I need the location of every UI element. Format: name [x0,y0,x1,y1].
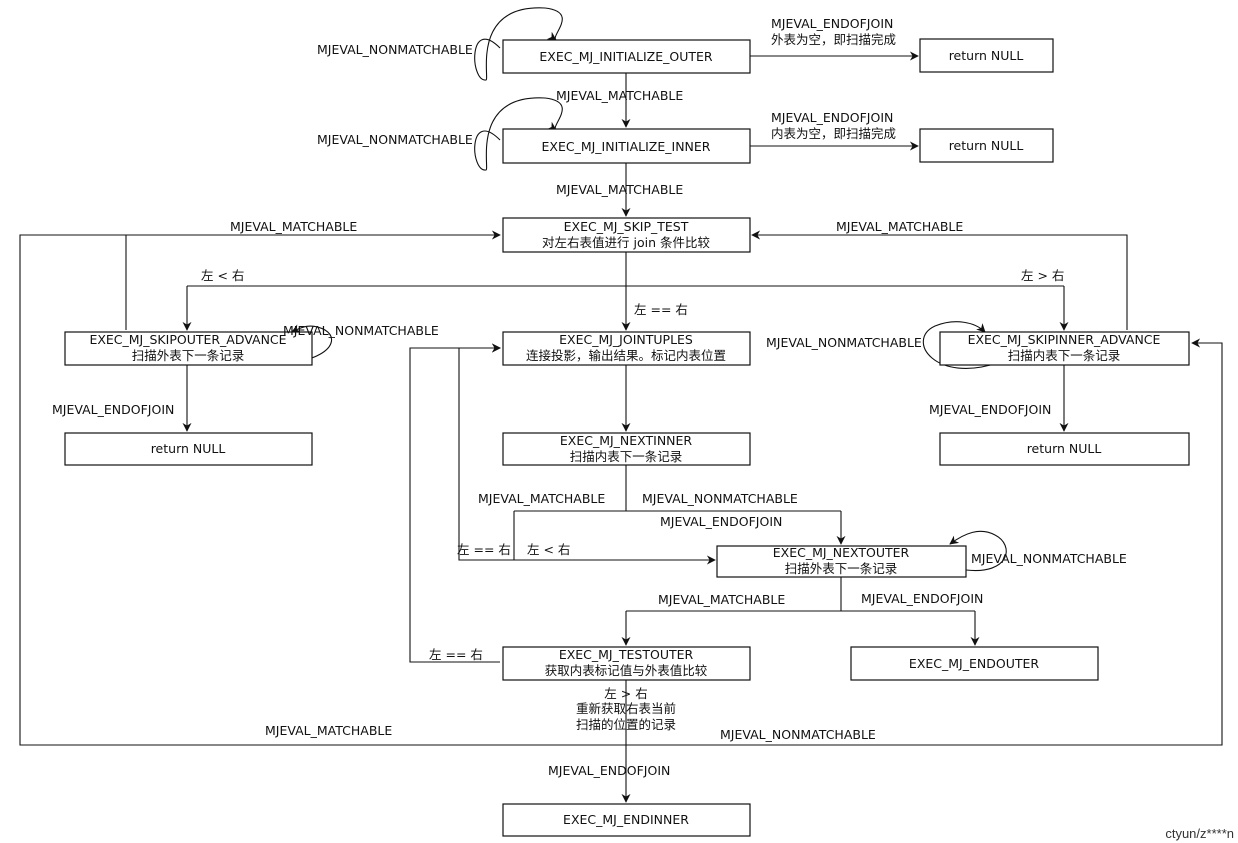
node-label: EXEC_MJ_SKIPOUTER_ADVANCE [89,332,286,347]
node-sublabel: 扫描内表下一条记录 [570,449,683,464]
node-label: EXEC_MJ_NEXTINNER [560,433,693,448]
edge-skipinner-back [751,230,1128,330]
node-sublabel: 扫描外表下一条记录 [785,561,898,576]
node-sublabel: 连接投影，输出结果。标记内表位置 [526,348,726,363]
edge-bottom-loop-right [626,338,1223,746]
label-nextinner-endofjoin: MJEVAL_ENDOFJOIN [660,514,782,529]
node-label: return NULL [1027,441,1102,456]
label-bottom-nonmatchable: MJEVAL_NONMATCHABLE [720,727,876,742]
label-left-greater: 左 > 右 [1021,268,1064,283]
node-label: return NULL [949,48,1024,63]
edge-skipouter-back [125,230,501,330]
label-outer-endofjoin: MJEVAL_ENDOFJOIN [771,16,893,31]
label-left-less: 左 < 右 [201,268,244,283]
node-label: return NULL [949,138,1024,153]
label-nextouter-matchable: MJEVAL_MATCHABLE [658,592,785,607]
node-jointuples: EXEC_MJ_JOINTUPLES 连接投影，输出结果。标记内表位置 [502,331,751,366]
node-label: return NULL [151,441,226,456]
label-nextinner-nonmatchable: MJEVAL_NONMATCHABLE [642,491,798,506]
label-skipinner-self: MJEVAL_NONMATCHABLE [766,335,922,350]
label-skipinner-endofjoin: MJEVAL_ENDOFJOIN [929,402,1051,417]
label-inner-matchable: MJEVAL_MATCHABLE [556,182,683,197]
node-label: EXEC_MJ_TESTOUTER [559,647,694,662]
node-return-null-3: return NULL [64,432,313,466]
label-left-equal: 左 == 右 [634,302,688,317]
node-sublabel: 扫描外表下一条记录 [132,348,245,363]
node-label: EXEC_MJ_SKIP_TEST [564,219,689,234]
edge-labels: MJEVAL_NONMATCHABLE MJEVAL_ENDOFJOIN 外表为… [52,16,1127,778]
label-nextinner-matchable: MJEVAL_MATCHABLE [478,491,605,506]
label-testouter-greater-note-2: 扫描的位置的记录 [576,717,676,732]
label-skipouter-self: MJEVAL_NONMATCHABLE [283,323,439,338]
node-nextinner: EXEC_MJ_NEXTINNER 扫描内表下一条记录 [502,432,751,466]
node-return-null-1: return NULL [919,38,1054,73]
edge-testouter-equal [409,343,501,663]
label-skipouter-back: MJEVAL_MATCHABLE [230,219,357,234]
label-outer-self: MJEVAL_NONMATCHABLE [317,42,473,57]
label-nextouter-self: MJEVAL_NONMATCHABLE [971,551,1127,566]
node-label: EXEC_MJ_NEXTOUTER [773,545,910,560]
edge-outer-self [474,7,563,81]
label-bottom-matchable: MJEVAL_MATCHABLE [265,723,392,738]
label-skipouter-endofjoin: MJEVAL_ENDOFJOIN [52,402,174,417]
node-sublabel: 对左右表值进行 join 条件比较 [542,235,710,250]
node-endinner: EXEC_MJ_ENDINNER [502,803,751,837]
node-skipouter-advance: EXEC_MJ_SKIPOUTER_ADVANCE 扫描外表下一条记录 [64,331,313,366]
label-inner-self: MJEVAL_NONMATCHABLE [317,132,473,147]
edge-inner-self [474,97,563,171]
node-testouter: EXEC_MJ_TESTOUTER 获取内表标记值与外表值比较 [502,646,751,681]
node-endouter: EXEC_MJ_ENDOUTER [850,646,1099,681]
node-label: EXEC_MJ_ENDINNER [563,812,689,827]
label-testouter-endofjoin: MJEVAL_ENDOFJOIN [548,763,670,778]
node-label: EXEC_MJ_INITIALIZE_OUTER [539,49,713,64]
node-return-null-4: return NULL [939,432,1190,466]
label-nextouter-endofjoin: MJEVAL_ENDOFJOIN [861,591,983,606]
edge-skipinner-self [922,321,1001,369]
node-label: EXEC_MJ_SKIPINNER_ADVANCE [968,332,1161,347]
label-inner-endofjoin: MJEVAL_ENDOFJOIN [771,110,893,125]
node-label: EXEC_MJ_INITIALIZE_INNER [542,139,711,154]
label-inner-endofjoin-note: 内表为空，即扫描完成 [771,126,896,141]
edge-bottom-loop-left [19,234,626,746]
node-nextouter: EXEC_MJ_NEXTOUTER 扫描外表下一条记录 [716,545,967,578]
edge-nextouter-self [949,530,1007,572]
node-skip-test: EXEC_MJ_SKIP_TEST 对左右表值进行 join 条件比较 [502,217,751,253]
label-outer-endofjoin-note: 外表为空，即扫描完成 [771,32,896,47]
label-testouter-greater: 左 > 右 [604,686,647,701]
label-testouter-equal: 左 == 右 [429,647,483,662]
label-nextinner-equal: 左 == 右 [457,542,511,557]
watermark: ctyun/z****n [1165,826,1234,841]
label-nextinner-less: 左 < 右 [527,542,570,557]
label-outer-matchable: MJEVAL_MATCHABLE [556,88,683,103]
node-label: EXEC_MJ_ENDOUTER [909,656,1039,671]
node-skipinner-advance: EXEC_MJ_SKIPINNER_ADVANCE 扫描内表下一条记录 [939,331,1190,366]
node-label: EXEC_MJ_JOINTUPLES [559,332,693,347]
node-return-null-2: return NULL [919,128,1054,163]
label-skipinner-back: MJEVAL_MATCHABLE [836,219,963,234]
edges [19,7,1223,803]
label-testouter-greater-note-1: 重新获取右表当前 [576,701,676,716]
node-sublabel: 扫描内表下一条记录 [1008,348,1121,363]
node-sublabel: 获取内表标记值与外表值比较 [545,663,708,678]
node-initialize-outer: EXEC_MJ_INITIALIZE_OUTER [502,39,751,74]
node-initialize-inner: EXEC_MJ_INITIALIZE_INNER [502,128,751,164]
